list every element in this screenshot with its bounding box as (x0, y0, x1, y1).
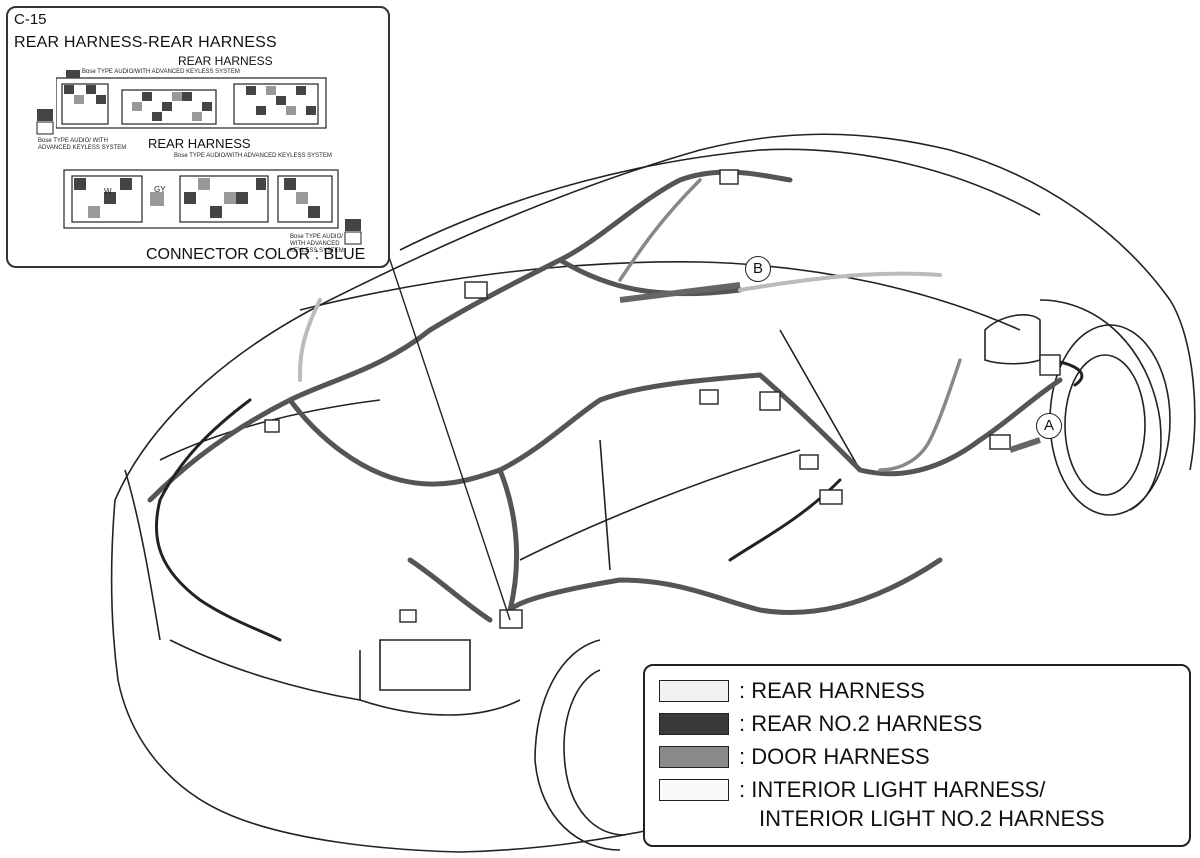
door-harness-routes (618, 178, 962, 472)
rear-no2-harness-routes (154, 358, 1084, 642)
legend-label: : DOOR HARNESS (739, 744, 930, 769)
interior-light-harness-routes (298, 271, 942, 382)
connector-leader-line (384, 244, 511, 621)
pin-w-label: W (104, 187, 112, 196)
lower-connector-label: REAR HARNESS (148, 136, 251, 151)
harness-connectors (264, 169, 1061, 629)
upper-connector-label: REAR HARNESS (178, 54, 273, 68)
legend-item-interior-light-harness: : INTERIOR LIGHT HARNESS/ (659, 775, 1045, 805)
note-left-pin-swatch (36, 109, 54, 135)
route-b-line (619, 282, 741, 303)
connector-title: REAR HARNESS-REAR HARNESS (14, 34, 277, 51)
legend-item-rear-no2-harness: : REAR NO.2 HARNESS (659, 709, 982, 739)
legend-item-rear-harness: : REAR HARNESS (659, 676, 925, 706)
car-body-outline (110, 133, 1196, 853)
connector-color: CONNECTOR COLOR : BLUE (146, 246, 366, 263)
rear-harness-routes (147, 169, 1063, 623)
harness-legend: : REAR HARNESS : REAR NO.2 HARNESS : DOO… (643, 664, 1191, 847)
lower-note-pin-swatch (344, 219, 362, 245)
legend-swatch (659, 779, 729, 801)
callout-b: B (745, 256, 771, 282)
note-left: Bose TYPE AUDIO/ WITH ADVANCED KEYLESS S… (38, 138, 127, 151)
legend-label: : REAR NO.2 HARNESS (739, 711, 983, 736)
lower-connector-pinout (63, 169, 339, 229)
legend-label-continuation: INTERIOR LIGHT NO.2 HARNESS (759, 806, 1105, 831)
callout-a: A (1036, 413, 1062, 439)
legend-label: : INTERIOR LIGHT HARNESS/ (739, 777, 1046, 802)
route-a-line (1009, 437, 1041, 453)
legend-swatch (659, 746, 729, 768)
upper-connector-pinout (56, 70, 327, 129)
pin-gy-label: GY (154, 185, 166, 194)
legend-label: : REAR HARNESS (739, 678, 925, 703)
connector-code: C-15 (14, 11, 47, 28)
connector-inset-c15: C-15 REAR HARNESS-REAR HARNESS REAR HARN… (6, 6, 390, 268)
note-lower-right: Bose TYPE AUDIO/ WITH ADVANCED KEYLESS S… (290, 234, 344, 254)
legend-item-door-harness: : DOOR HARNESS (659, 742, 930, 772)
legend-swatch (659, 680, 729, 702)
note-upper: Bose TYPE AUDIO/WITH ADVANCED KEYLESS SY… (82, 69, 240, 75)
note-lower: Bose TYPE AUDIO/WITH ADVANCED KEYLESS SY… (174, 153, 332, 159)
legend-swatch (659, 713, 729, 735)
